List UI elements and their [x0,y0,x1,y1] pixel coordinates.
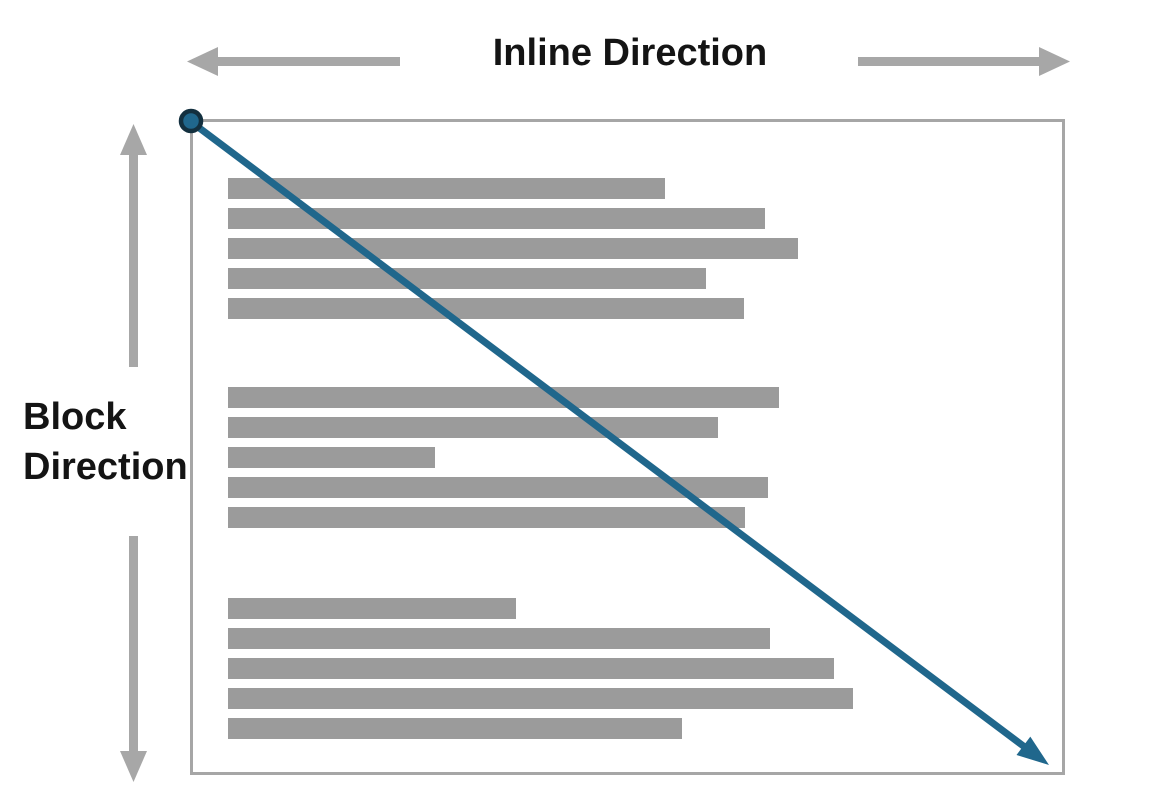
text-line-bar [228,208,765,229]
text-line-bar [228,598,516,619]
inline-direction-label: Inline Direction [492,32,768,74]
text-line-bar [228,298,744,319]
text-line-bar [228,178,665,199]
text-line-bar [228,417,718,438]
text-line-bar [228,477,768,498]
text-line-bar [228,718,682,739]
text-line-bar [228,688,853,709]
content-box [190,119,1065,775]
text-line-bar [228,628,770,649]
text-line-bar [228,268,706,289]
text-line-bar [228,447,435,468]
block-direction-label: Block Direction [23,396,188,488]
text-line-bar [228,507,745,528]
text-line-bar [228,658,834,679]
text-line-bar [228,387,779,408]
text-line-bar [228,238,798,259]
